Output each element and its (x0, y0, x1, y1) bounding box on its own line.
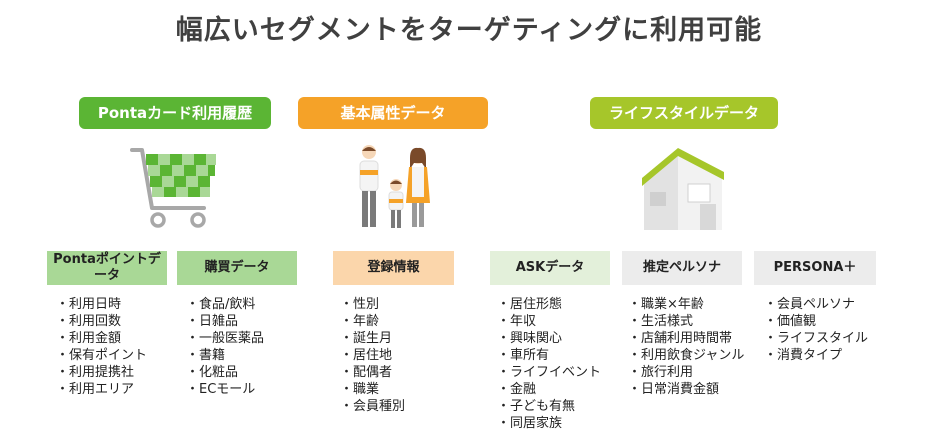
sub-persona-plus: PERSONA＋ (754, 251, 876, 285)
list-item: 日雑品 (186, 313, 264, 330)
list-item: 誕生月 (340, 330, 405, 347)
category-lifestyle-data: ライフスタイルデータ (590, 97, 778, 129)
sub-estimated-persona: 推定ペルソナ (622, 251, 742, 285)
list-item: 車所有 (497, 347, 601, 364)
list-item: 化粧品 (186, 364, 264, 381)
list-item: 書籍 (186, 347, 264, 364)
list-item: 利用提携社 (56, 364, 147, 381)
list-item: ECモール (186, 381, 264, 398)
sub-registration-info: 登録情報 (333, 251, 454, 285)
list-purchase-data: 食品/飲料 日雑品 一般医薬品 書籍 化粧品 ECモール (186, 296, 264, 398)
list-item: ライフスタイル (764, 330, 868, 347)
list-item: 性別 (340, 296, 405, 313)
sub-purchase-data: 購買データ (177, 251, 297, 285)
list-item: 配偶者 (340, 364, 405, 381)
page-title: 幅広いセグメントをターゲティングに利用可能 (175, 15, 763, 46)
list-item: 職業 (340, 381, 405, 398)
list-item: 子ども有無 (497, 398, 601, 415)
list-item: 金融 (497, 381, 601, 398)
list-item: 会員ペルソナ (764, 296, 868, 313)
list-item: 店舗利用時間帯 (628, 330, 744, 347)
shopping-cart-icon (130, 148, 216, 228)
list-item: 食品/飲料 (186, 296, 264, 313)
list-item: 保有ポイント (56, 347, 147, 364)
list-item: 年収 (497, 313, 601, 330)
list-item: ライフイベント (497, 364, 601, 381)
sub-ask-data: ASKデータ (490, 251, 610, 285)
category-basic-attributes: 基本属性データ (298, 97, 488, 129)
list-item: 年齢 (340, 313, 405, 330)
list-item: 旅行利用 (628, 364, 744, 381)
list-item: 価値観 (764, 313, 868, 330)
list-item: 居住形態 (497, 296, 601, 313)
list-item: 会員種別 (340, 398, 405, 415)
list-registration-info: 性別 年齢 誕生月 居住地 配偶者 職業 会員種別 (340, 296, 405, 415)
list-item: 興味関心 (497, 330, 601, 347)
list-item: 同居家族 (497, 415, 601, 432)
list-item: 職業×年齢 (628, 296, 744, 313)
list-estimated-persona: 職業×年齢 生活様式 店舗利用時間帯 利用飲食ジャンル 旅行利用 日常消費金額 (628, 296, 744, 398)
list-persona-plus: 会員ペルソナ 価値観 ライフスタイル 消費タイプ (764, 296, 868, 364)
list-item: 生活様式 (628, 313, 744, 330)
sub-ponta-point-data: Pontaポイントデータ (47, 251, 167, 285)
list-item: 利用回数 (56, 313, 147, 330)
house-icon (642, 148, 724, 230)
list-item: 日常消費金額 (628, 381, 744, 398)
list-item: 居住地 (340, 347, 405, 364)
list-ponta-point-data: 利用日時 利用回数 利用金額 保有ポイント 利用提携社 利用エリア (56, 296, 147, 398)
family-icon (359, 145, 430, 228)
list-item: 利用金額 (56, 330, 147, 347)
list-item: 一般医薬品 (186, 330, 264, 347)
category-ponta-card-history: Pontaカード利用履歴 (79, 97, 271, 129)
list-item: 利用日時 (56, 296, 147, 313)
list-ask-data: 居住形態 年収 興味関心 車所有 ライフイベント 金融 子ども有無 同居家族 (497, 296, 601, 432)
list-item: 利用飲食ジャンル (628, 347, 744, 364)
list-item: 利用エリア (56, 381, 147, 398)
list-item: 消費タイプ (764, 347, 868, 364)
